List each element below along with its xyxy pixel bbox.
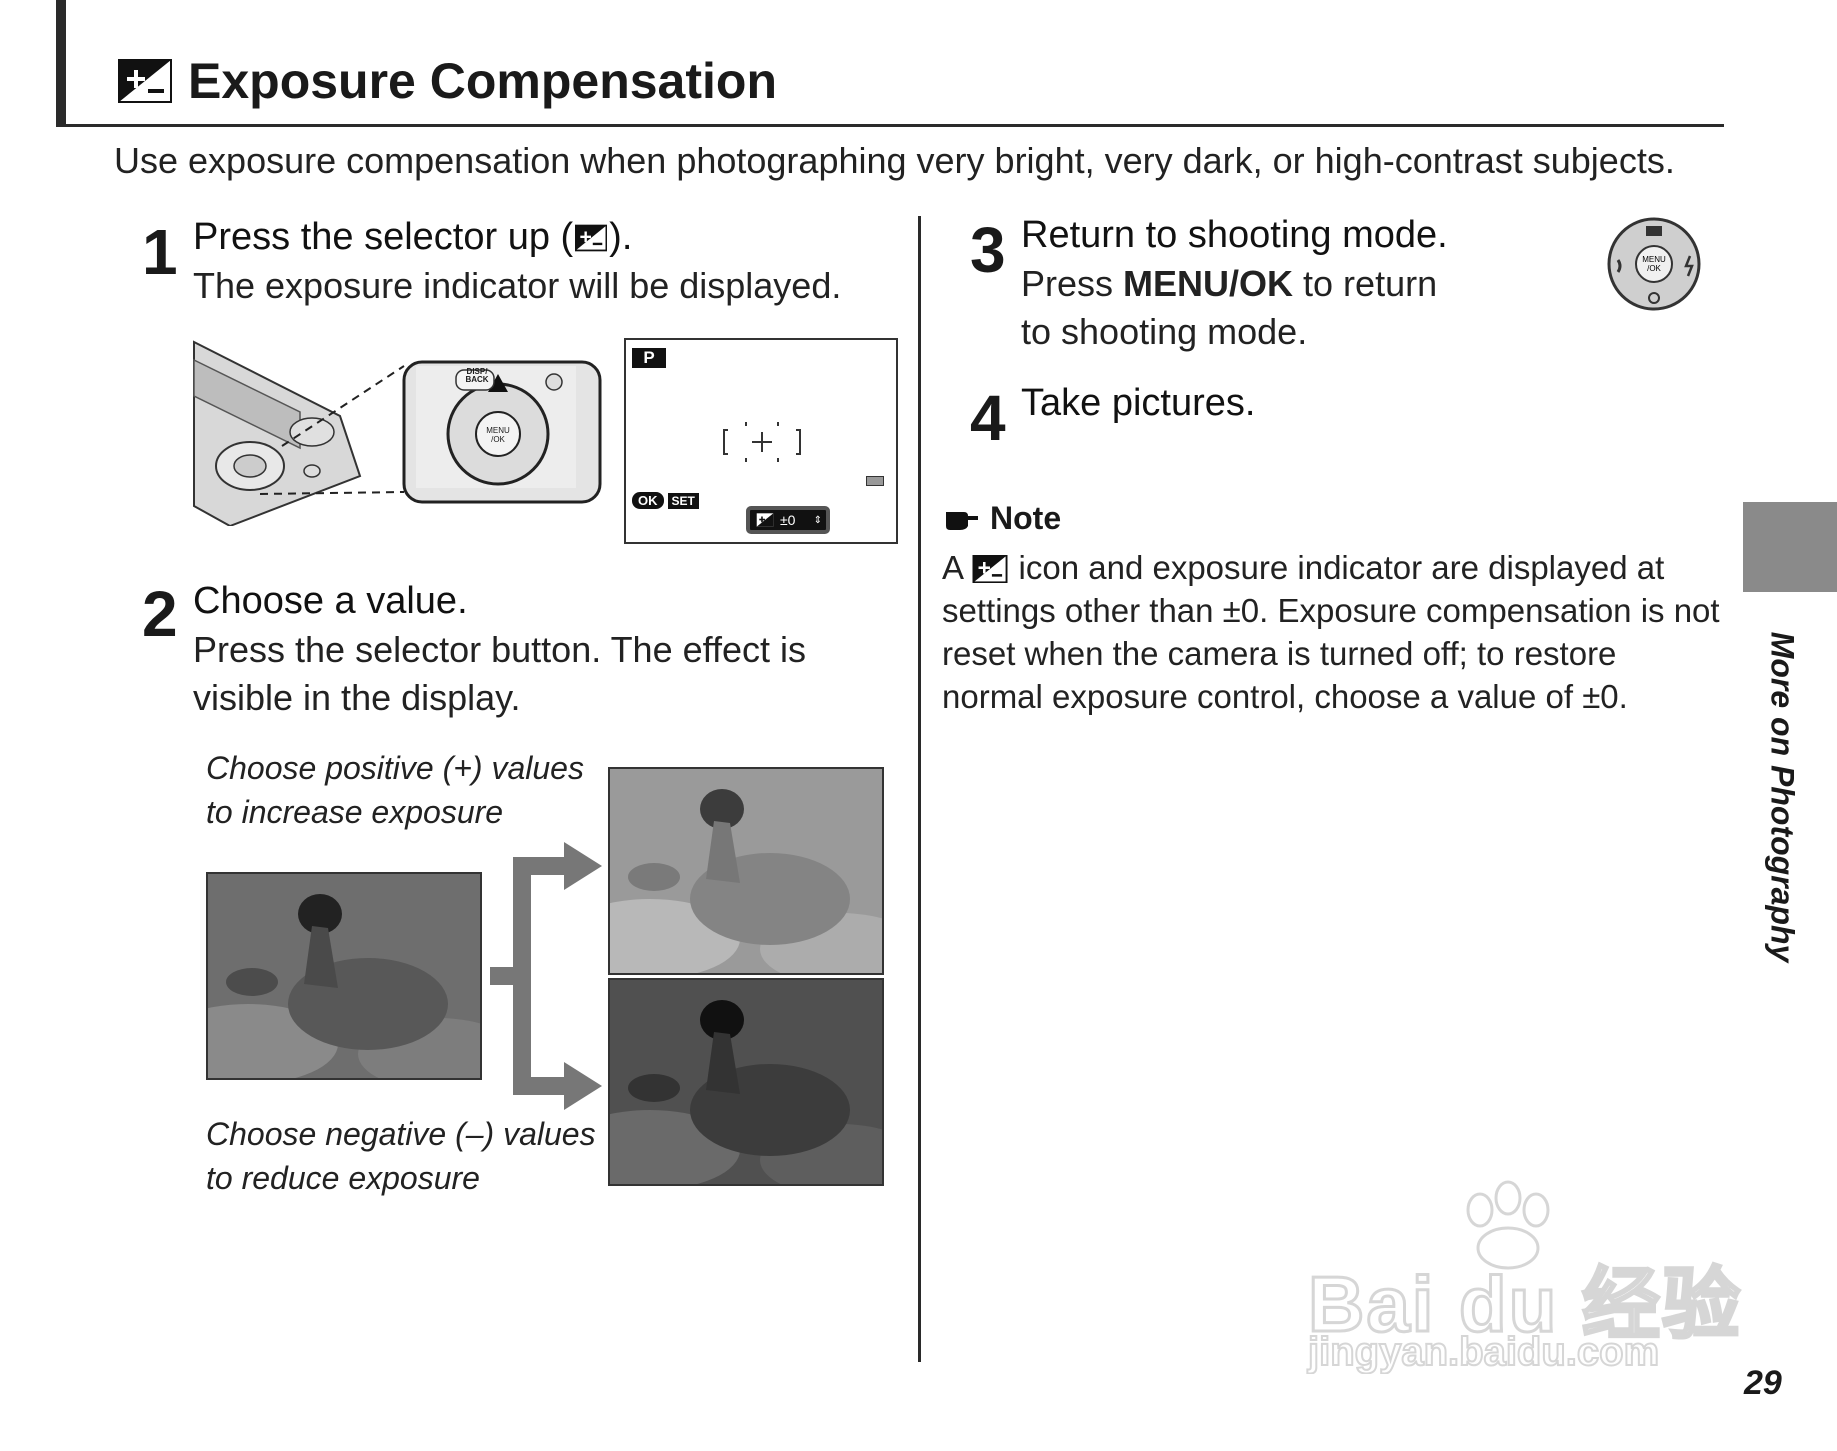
up-down-arrows-icon: ⇕: [813, 514, 822, 526]
step-3-body-pre: Press: [1021, 263, 1124, 304]
lcd-display: P OK SET ±0 ⇕: [624, 338, 898, 544]
exposure-compensation-icon: [575, 224, 608, 251]
exposure-indicator: ±0 ⇕: [746, 506, 830, 534]
step-2-body: Press the selector button. The effect is…: [193, 629, 807, 718]
step-3-number: 3: [970, 214, 1006, 286]
step-4-number: 4: [970, 382, 1006, 454]
exposure-compensation-icon: [972, 554, 1008, 584]
bracket-arrows-icon: [490, 842, 602, 1110]
photo-normal-exposure: [206, 872, 482, 1080]
note-heading-text: Note: [990, 500, 1062, 536]
ok-set-hint: OK SET: [632, 492, 699, 509]
pointing-hand-icon: [946, 511, 978, 530]
watermark: Bai du 经验 jingyan.baidu.com: [1300, 1180, 1743, 1380]
step-3-heading: Return to shooting mode.: [1021, 214, 1448, 256]
caption-negative: Choose negative (–) values to reduce exp…: [206, 1116, 596, 1196]
title-accent-bar: [56, 0, 66, 127]
watermark-logo: Bai du 经验: [1306, 1259, 1743, 1350]
intro-text: Use exposure compensation when photograp…: [114, 140, 1675, 181]
note-body-pre: A: [942, 549, 972, 586]
menu-ok-button-label: MENU /OK: [486, 426, 510, 444]
step-1-heading: Press the selector up ( ).: [193, 216, 632, 259]
step-1-number: 1: [142, 216, 178, 288]
camera-illustration: [193, 340, 602, 526]
exposure-compensation-icon: [756, 513, 774, 527]
focus-frame-icon: [723, 422, 801, 462]
page-title-text: Exposure Compensation: [188, 53, 777, 109]
section-tab: [1743, 502, 1837, 592]
section-label: More on Photography: [1762, 612, 1802, 982]
step-4-heading: Take pictures.: [1021, 382, 1256, 424]
lcd-mode-indicator: P: [632, 348, 666, 368]
step-1-body: The exposure indicator will be displayed…: [193, 265, 842, 306]
ok-key-badge: OK: [632, 492, 664, 509]
step-1-heading-post: ).: [609, 216, 633, 258]
set-label: SET: [667, 492, 699, 509]
battery-icon: [866, 476, 884, 486]
step-1-heading-pre: Press the selector up (: [193, 216, 574, 258]
selector-dial-icon: MENU /OK: [1607, 217, 1701, 311]
exposure-compensation-icon: [118, 59, 172, 103]
section-label-text: More on Photography: [1764, 631, 1801, 963]
watermark-url: jingyan.baidu.com: [1307, 1329, 1660, 1375]
photo-positive-exposure: [608, 767, 884, 975]
disp-back-button-label: DISP/ BACK: [465, 367, 489, 384]
photo-negative-exposure: [608, 978, 884, 1186]
step-3-body-post: to return to shooting mode.: [1021, 263, 1438, 352]
step-3-body: Press MENU/OK to return to shooting mode…: [1021, 260, 1441, 356]
svg-text:/OK: /OK: [1647, 264, 1661, 273]
menu-ok-label: MENU/OK: [1123, 263, 1294, 304]
note-body: A icon and exposure indicator are displa…: [942, 546, 1722, 718]
caption-positive: Choose positive (+) values to increase e…: [206, 750, 584, 830]
note-body-post: icon and exposure indicator are displaye…: [942, 549, 1720, 715]
note-heading: Note: [944, 500, 1061, 537]
page-number: 29: [1744, 1364, 1782, 1402]
svg-text:MENU: MENU: [1642, 255, 1666, 264]
title-rule: [56, 124, 1724, 127]
step-2-heading: Choose a value.: [193, 580, 468, 622]
exposure-value: ±0: [780, 512, 796, 528]
paw-icon: [1466, 1180, 1550, 1270]
column-divider: [918, 216, 921, 1362]
page-title: Exposure Compensation: [118, 52, 777, 110]
step-2-number: 2: [142, 578, 178, 650]
